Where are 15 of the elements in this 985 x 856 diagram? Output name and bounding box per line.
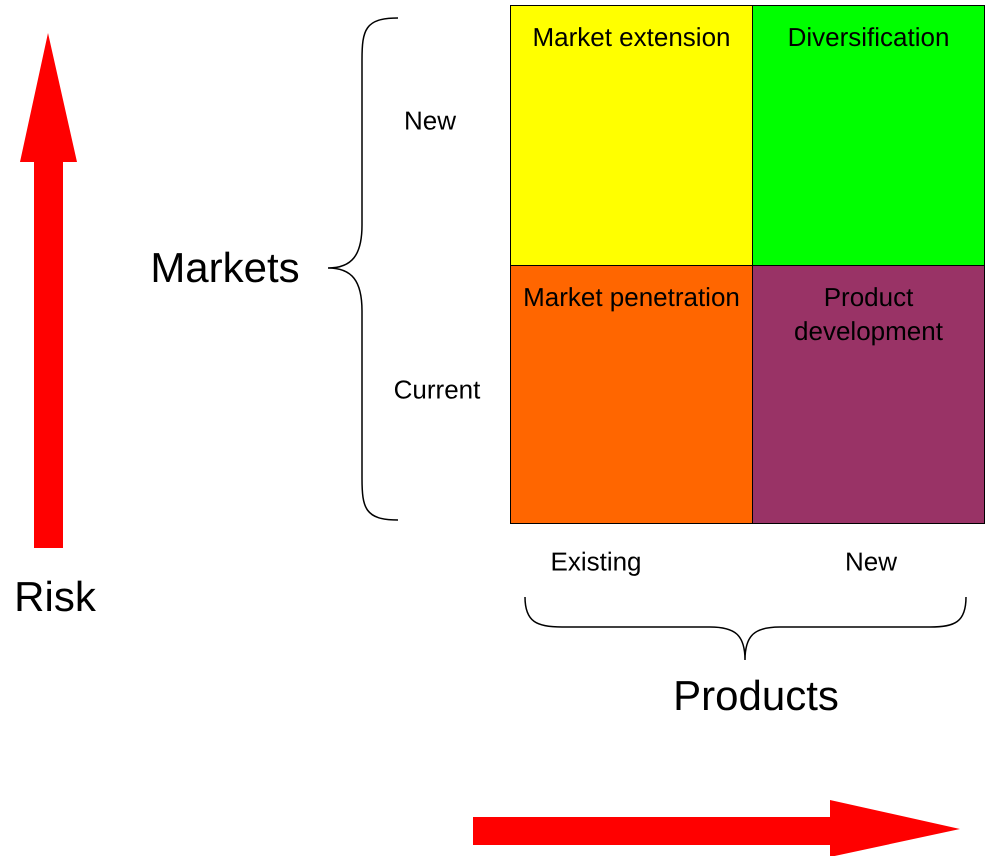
axis-value: Current: [394, 374, 480, 406]
quadrant-title: Product development: [793, 281, 944, 348]
matrix-quadrant: [510, 265, 753, 524]
matrix-quadrant: [510, 5, 753, 266]
axis-value: New: [845, 546, 897, 578]
matrix-quadrant: [752, 265, 985, 524]
axis-value: Existing: [550, 546, 642, 578]
matrix-quadrant: [752, 5, 985, 266]
quadrant-title: Market penetration: [522, 281, 741, 314]
axis-title: Risk: [14, 573, 96, 621]
axis-title: Markets: [150, 244, 300, 292]
quadrant-title: Diversification: [786, 21, 950, 54]
axis-value: New: [404, 106, 456, 136]
quadrant-title: Market extension: [532, 21, 732, 54]
axis-title: Products: [673, 672, 839, 720]
